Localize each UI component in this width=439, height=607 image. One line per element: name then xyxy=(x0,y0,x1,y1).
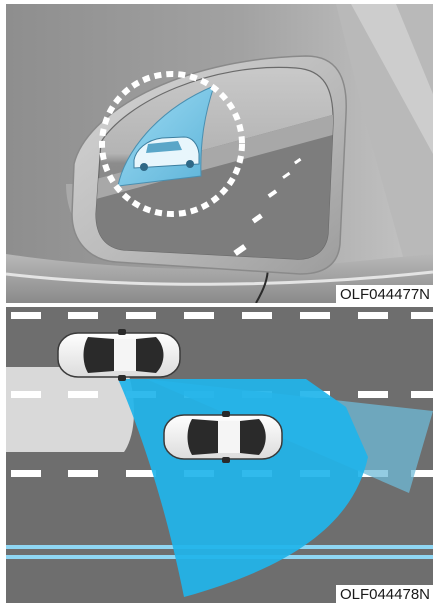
rear-window xyxy=(188,419,219,455)
rear-window xyxy=(84,337,115,373)
lane-dash xyxy=(411,312,433,319)
vehicle-in-blind-spot xyxy=(164,411,282,463)
lane-dash xyxy=(358,391,388,398)
car-wheel xyxy=(186,160,194,168)
side-mirror xyxy=(222,411,230,417)
lane-dash xyxy=(11,391,41,398)
rear-light-zone xyxy=(6,367,134,452)
roof xyxy=(114,339,136,371)
lane-dash xyxy=(68,470,98,477)
windshield xyxy=(136,337,164,373)
lane-dash xyxy=(68,312,98,319)
car-wheel xyxy=(140,163,148,171)
blind-spot-detection-illustration xyxy=(6,307,433,603)
side-mirror xyxy=(222,457,230,463)
side-mirror xyxy=(118,375,126,381)
lane-dash xyxy=(11,470,41,477)
own-vehicle xyxy=(58,329,180,381)
lane-dash xyxy=(11,312,41,319)
blind-spot-detection-figure: OLF044478N xyxy=(6,307,433,603)
roof xyxy=(218,421,240,453)
lane-dash xyxy=(358,312,388,319)
windshield xyxy=(240,419,266,455)
lane-dash xyxy=(300,312,330,319)
side-mirror-illustration xyxy=(6,4,433,303)
figure-code-label: OLF044478N xyxy=(336,585,433,603)
lane-dash xyxy=(411,391,433,398)
lane-dash xyxy=(184,312,214,319)
lane-dash xyxy=(242,312,272,319)
lane-dash xyxy=(126,312,156,319)
figure-code-label: OLF044477N xyxy=(336,285,433,303)
side-mirror-figure: OLF044477N xyxy=(6,4,433,303)
lane-dash xyxy=(126,470,156,477)
lane-dash xyxy=(68,391,98,398)
side-mirror xyxy=(118,329,126,335)
